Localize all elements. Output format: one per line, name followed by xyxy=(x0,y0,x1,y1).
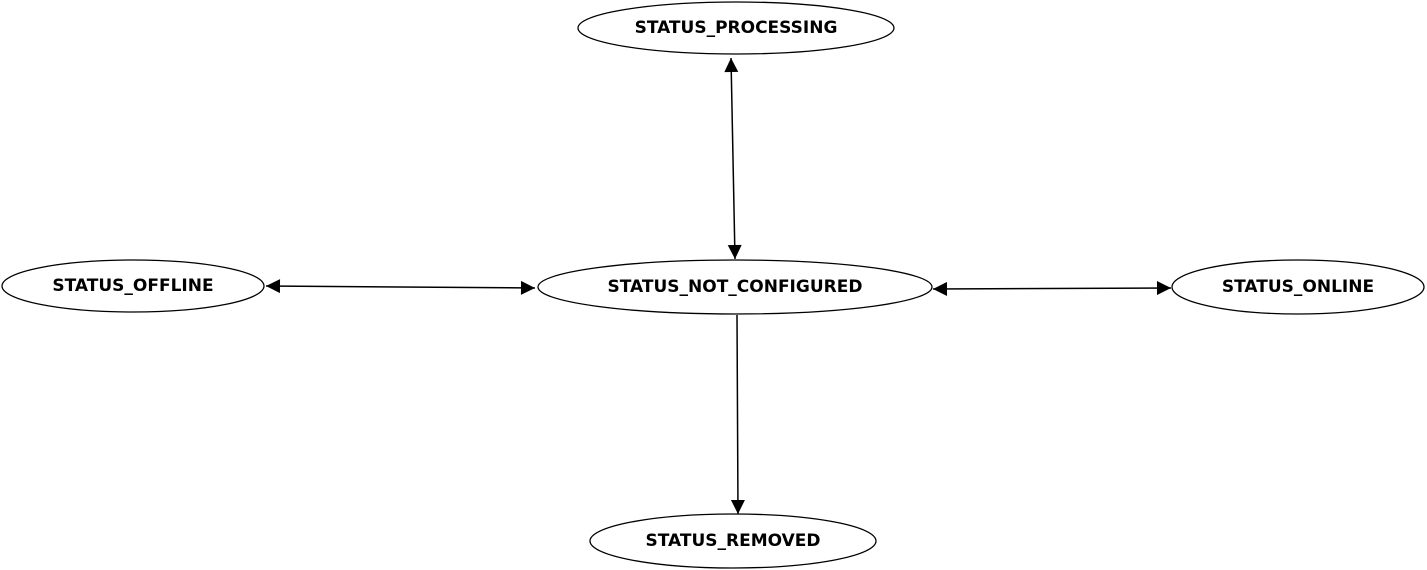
node-ellipse xyxy=(577,1,895,55)
node-status-offline: STATUS_OFFLINE xyxy=(1,259,265,313)
node-label-offline: STATUS_OFFLINE xyxy=(52,276,213,296)
edges xyxy=(265,57,1172,515)
edge-not-configured-online xyxy=(932,281,1172,296)
node-label-removed: STATUS_REMOVED xyxy=(646,531,821,551)
node-label-processing: STATUS_PROCESSING xyxy=(635,18,838,38)
node-label-online: STATUS_ONLINE xyxy=(1222,277,1374,297)
node-ellipse xyxy=(1171,259,1425,315)
edge-not-configured-removed xyxy=(730,314,745,515)
node-status-processing: STATUS_PROCESSING xyxy=(577,1,895,55)
node-label-not-configured: STATUS_NOT_CONFIGURED xyxy=(608,277,863,297)
node-ellipse xyxy=(589,513,877,569)
node-status-not-configured: STATUS_NOT_CONFIGURED xyxy=(537,259,933,315)
edge-offline-not-configured xyxy=(265,279,536,295)
edge-processing-not-configured xyxy=(724,57,742,260)
node-status-removed: STATUS_REMOVED xyxy=(589,513,877,569)
node-ellipse xyxy=(537,259,933,315)
node-ellipse xyxy=(1,259,265,313)
node-status-online: STATUS_ONLINE xyxy=(1171,259,1425,315)
